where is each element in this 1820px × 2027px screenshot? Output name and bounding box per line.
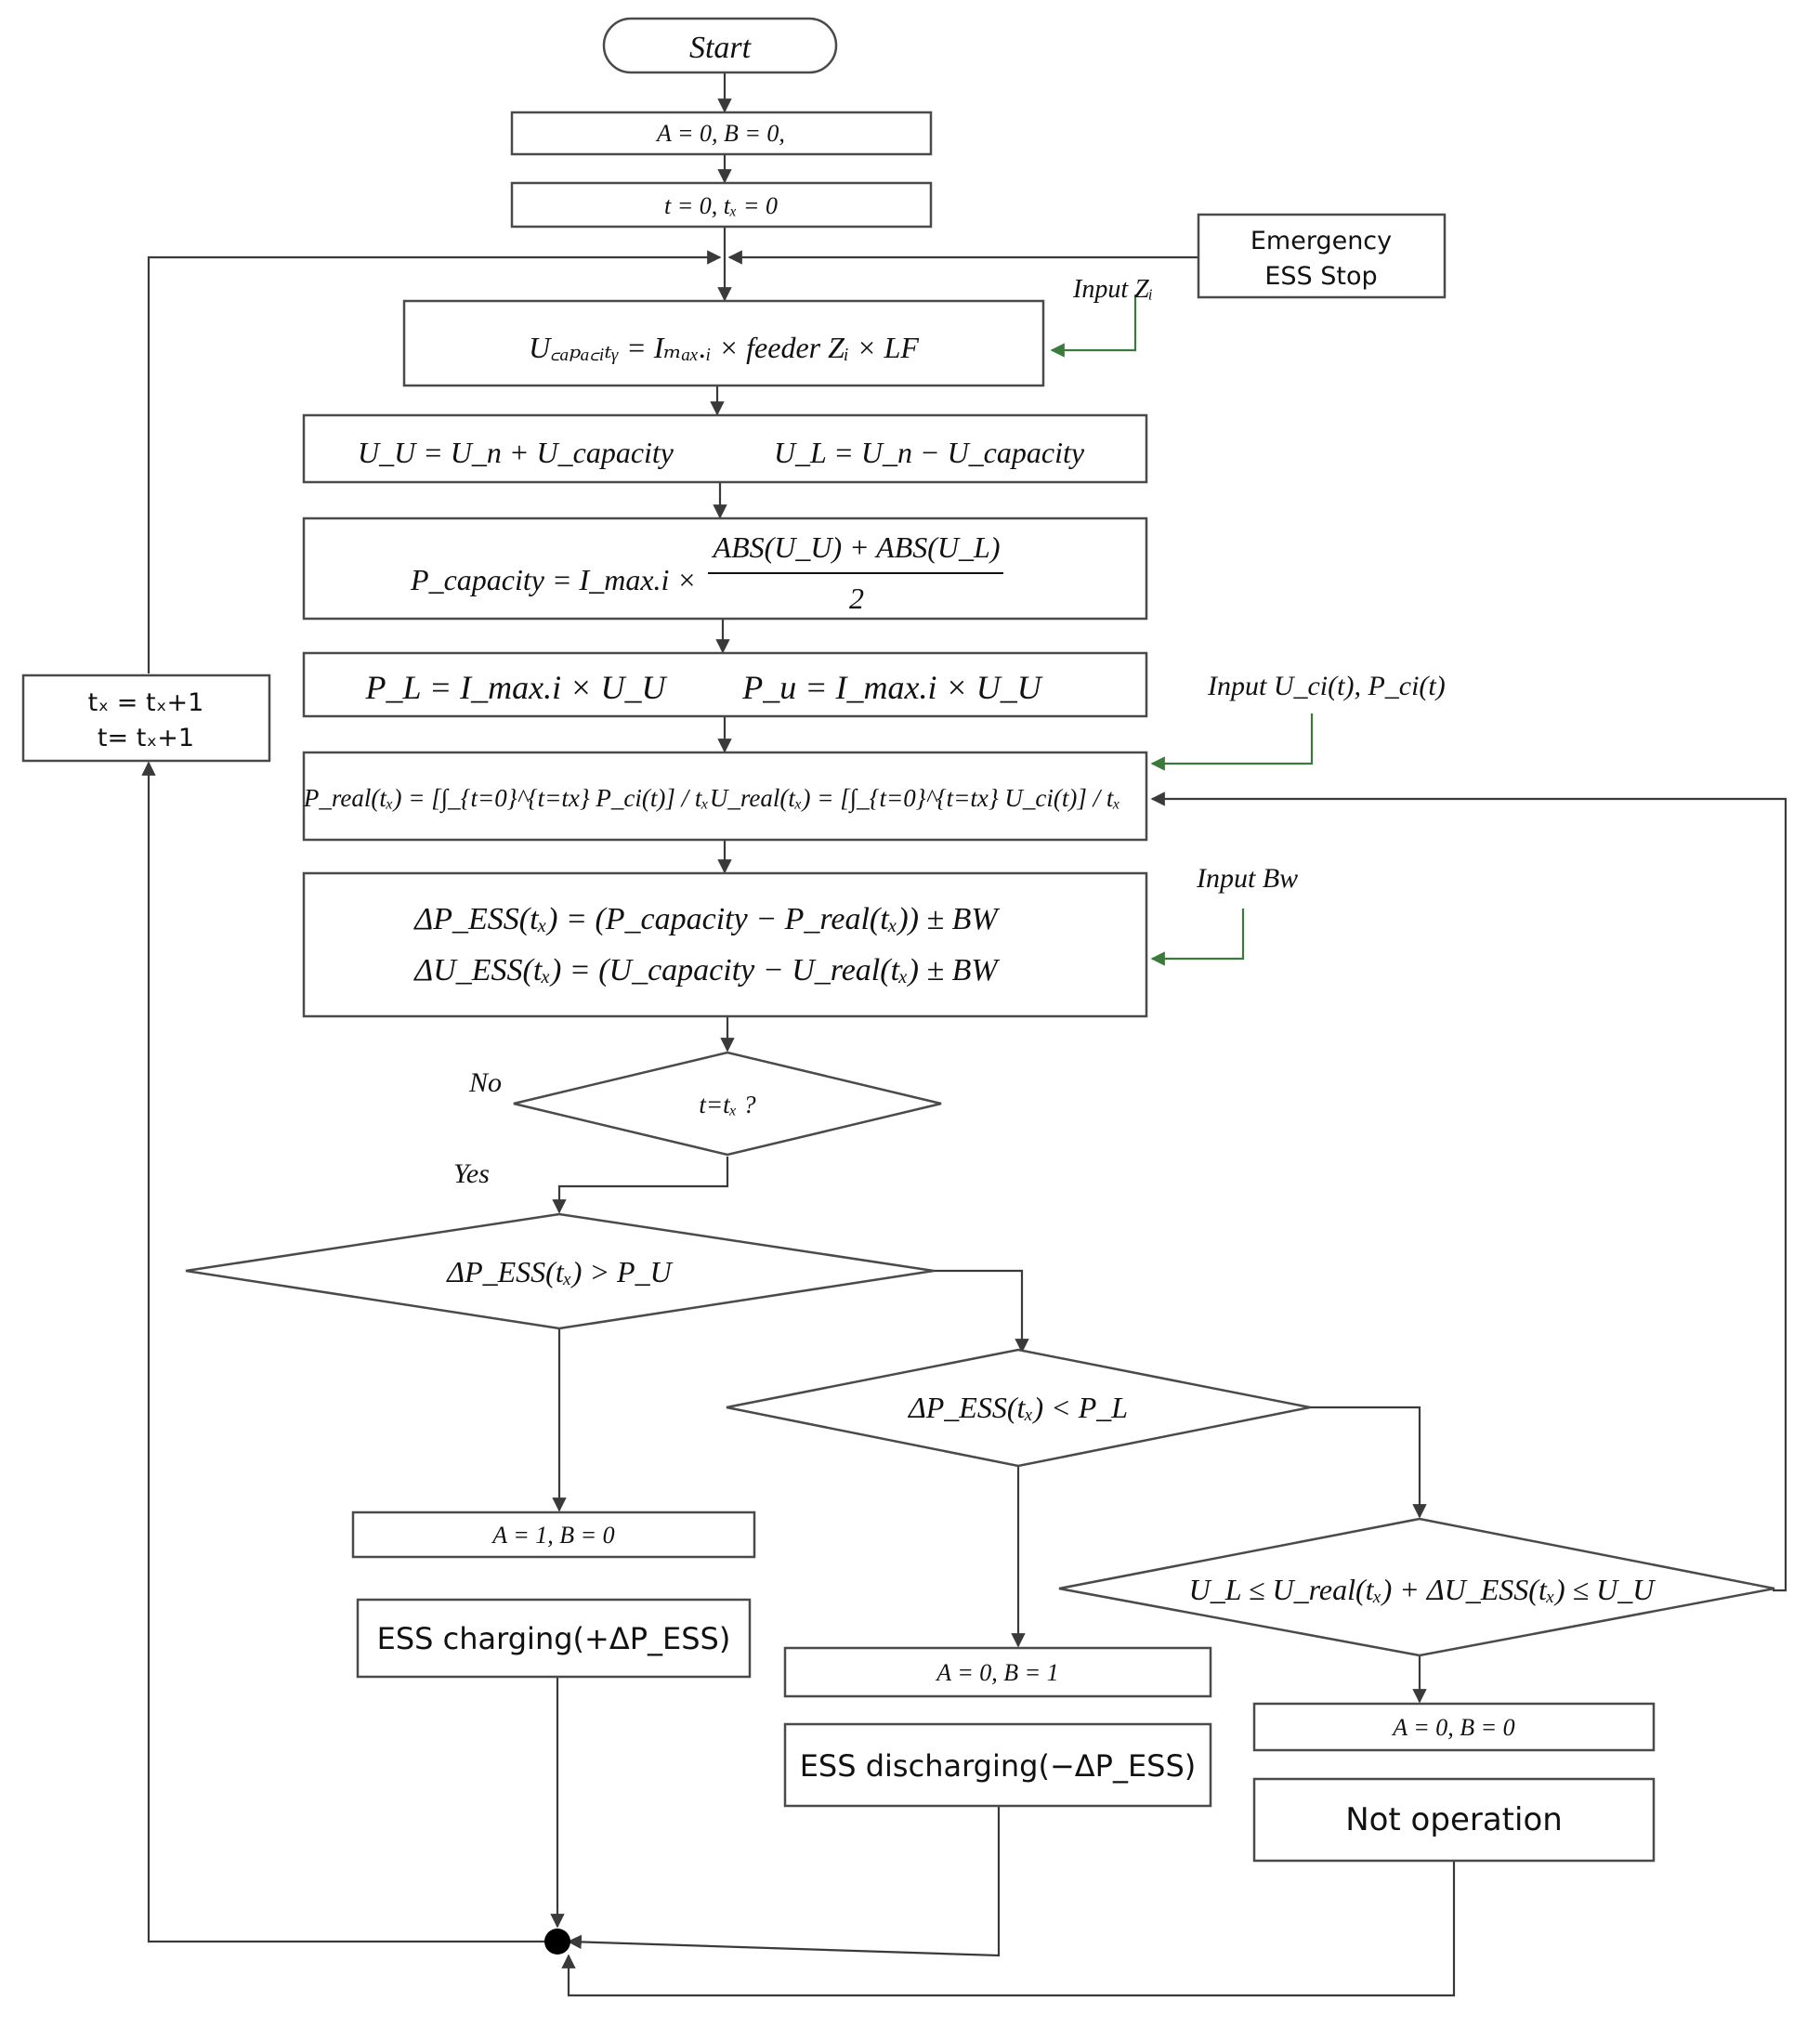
delta-box: ΔP_ESS(tₓ) = (P_capacity − P_real(tₓ)) ±… bbox=[302, 871, 1148, 1018]
edge-end-loop bbox=[141, 761, 546, 1943]
a0b1-box: A = 0, B = 1 bbox=[783, 1646, 1212, 1698]
loop-line-1: tₓ = tₓ+1 bbox=[88, 688, 204, 717]
decision-t-text: t=tₓ ? bbox=[699, 1091, 756, 1118]
merge-junction bbox=[544, 1929, 570, 1955]
a0b0-box: A = 0, B = 0 bbox=[1252, 1702, 1656, 1752]
a0b0-text: A = 0, B = 0 bbox=[1391, 1714, 1514, 1741]
edge-decision-yes bbox=[552, 1157, 729, 1214]
u-real-formula: U_real(tₓ) = [∫_{t=0}^{t=tx} U_ci(t)] / … bbox=[710, 784, 1120, 814]
discharging-text: ESS discharging(−ΔP_ESS) bbox=[800, 1748, 1197, 1784]
p-capacity-numerator: ABS(U_U) + ABS(U_L) bbox=[712, 530, 1001, 564]
emergency-box: Emergency ESS Stop bbox=[1197, 213, 1447, 299]
p-real-formula: P_real(tₓ) = [∫_{t=0}^{t=tx} P_ci(t)] / … bbox=[303, 784, 709, 814]
pl-formula: P_L = I_max.i × U_U bbox=[365, 669, 668, 706]
edge-input-bw bbox=[1150, 909, 1245, 966]
init-t-box: t = 0, tₓ = 0 bbox=[510, 181, 933, 229]
charging-box: ESS charging(+ΔP_ESS) bbox=[356, 1598, 752, 1679]
delta-p-formula: ΔP_ESS(tₓ) = (P_capacity − P_real(tₓ)) ±… bbox=[412, 902, 1000, 936]
loop-counter-box: tₓ = tₓ+1 t= tₓ+1 bbox=[21, 673, 271, 763]
edge-u-no bbox=[1150, 791, 1787, 1592]
yes-label: Yes bbox=[453, 1158, 490, 1189]
edge-pu-no bbox=[934, 1269, 1029, 1354]
start-terminal: Start bbox=[602, 17, 838, 74]
pl-pu-box: P_L = I_max.i × U_U P_u = I_max.i × U_U bbox=[302, 651, 1148, 718]
emergency-line-2: ESS Stop bbox=[1264, 262, 1377, 291]
decision-pl-text: ΔP_ESS(tₓ) < P_L bbox=[907, 1391, 1128, 1424]
decision-t-diamond: t=tₓ ? bbox=[513, 1051, 942, 1157]
decision-pl-diamond: ΔP_ESS(tₓ) < P_L bbox=[726, 1348, 1311, 1468]
start-label: Start bbox=[689, 31, 753, 65]
a1b0-box: A = 1, B = 0 bbox=[351, 1510, 756, 1559]
p-real-box: P_real(tₓ) = [∫_{t=0}^{t=tx} P_ci(t)] / … bbox=[302, 751, 1148, 842]
emergency-line-1: Emergency bbox=[1250, 227, 1392, 255]
edge-discharging-end bbox=[567, 1806, 1001, 1957]
input-z-label: Input Zᵢ bbox=[1072, 275, 1153, 304]
ul-formula: U_L = U_n − U_capacity bbox=[774, 436, 1085, 469]
edge-notop-end bbox=[561, 1861, 1456, 1997]
init-t-text: t = 0, tₓ = 0 bbox=[664, 192, 778, 219]
not-operation-text: Not operation bbox=[1345, 1801, 1563, 1838]
u-capacity-box: U꜀ₐₚₐ꜀ᵢₜᵧ = Iₘₐₓ.ᵢ × feeder Zᵢ × LF bbox=[402, 299, 1045, 387]
init-ab-text: A = 0, B = 0, bbox=[655, 120, 785, 147]
not-operation-box: Not operation bbox=[1252, 1777, 1656, 1863]
p-capacity-box: P_capacity = I_max.i × ABS(U_U) + ABS(U_… bbox=[302, 517, 1148, 621]
loop-line-2: t= tₓ+1 bbox=[98, 724, 194, 752]
init-ab-box: A = 0, B = 0, bbox=[510, 111, 933, 156]
decision-u-diamond: U_L ≤ U_real(tₓ) + ΔU_ESS(tₓ) ≤ U_U bbox=[1058, 1517, 1775, 1657]
edge-pl-no bbox=[1310, 1406, 1427, 1519]
input-uci-label: Input U_ci(t), P_ci(t) bbox=[1207, 671, 1446, 701]
a0b1-text: A = 0, B = 1 bbox=[935, 1659, 1058, 1686]
pu-formula: P_u = I_max.i × U_U bbox=[741, 669, 1043, 706]
u-capacity-formula: U꜀ₐₚₐ꜀ᵢₜᵧ = Iₘₐₓ.ᵢ × feeder Zᵢ × LF bbox=[529, 331, 919, 364]
connectors bbox=[141, 72, 1787, 1997]
no-label: No bbox=[468, 1067, 502, 1098]
discharging-box: ESS discharging(−ΔP_ESS) bbox=[783, 1722, 1212, 1808]
decision-pu-diamond: ΔP_ESS(tₓ) > P_U bbox=[185, 1212, 935, 1330]
a1b0-text: A = 1, B = 0 bbox=[491, 1522, 614, 1549]
edge-input-z bbox=[1050, 294, 1137, 358]
edge-loop-back bbox=[147, 250, 722, 673]
p-capacity-denominator: 2 bbox=[849, 582, 864, 615]
uu-ul-box: U_U = U_n + U_capacity U_L = U_n − U_cap… bbox=[302, 413, 1148, 484]
uu-formula: U_U = U_n + U_capacity bbox=[358, 436, 674, 469]
decision-pu-text: ΔP_ESS(tₓ) > P_U bbox=[445, 1255, 673, 1288]
p-capacity-formula: P_capacity = I_max.i × bbox=[410, 563, 697, 596]
charging-text: ESS charging(+ΔP_ESS) bbox=[377, 1621, 731, 1656]
delta-u-formula: ΔU_ESS(tₓ) = (U_capacity − U_real(tₓ) ± … bbox=[412, 953, 1000, 987]
input-bw-label: Input Bw bbox=[1196, 863, 1298, 894]
decision-u-text: U_L ≤ U_real(tₓ) + ΔU_ESS(tₓ) ≤ U_U bbox=[1189, 1573, 1656, 1606]
edge-input-uci bbox=[1150, 713, 1314, 771]
